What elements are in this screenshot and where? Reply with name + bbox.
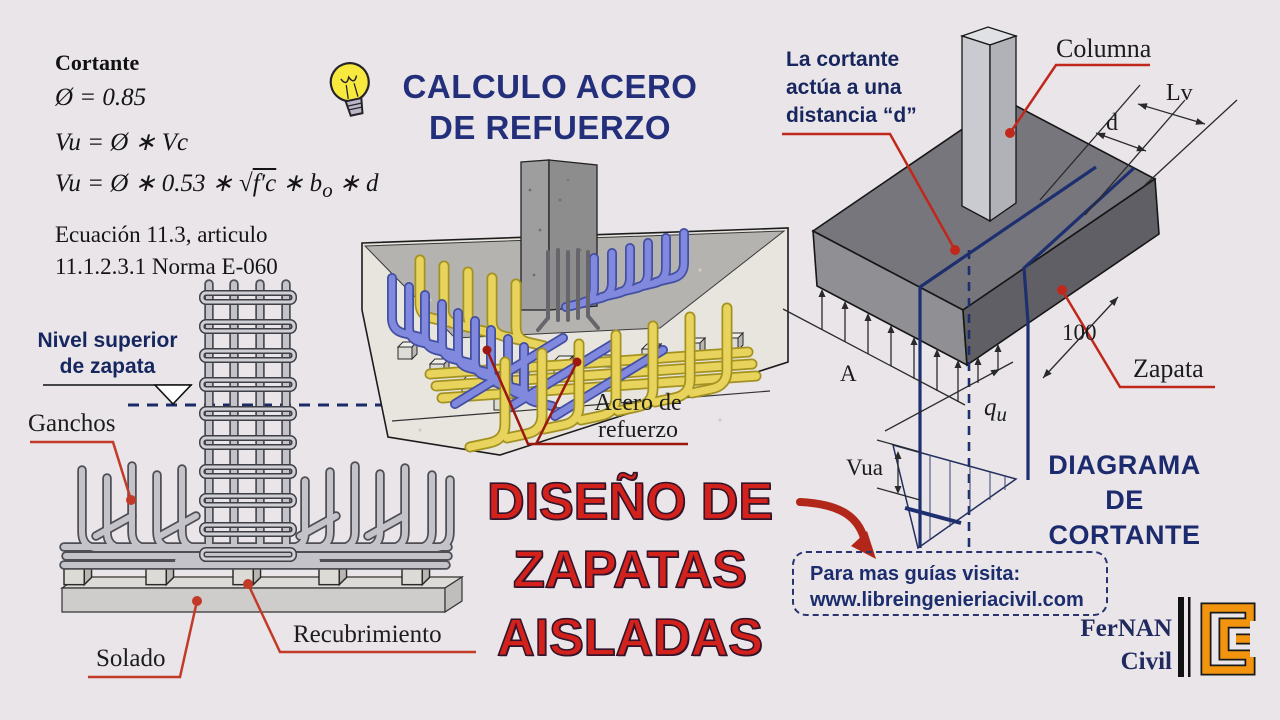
diagram-title-line3: CORTANTE: [1048, 520, 1201, 550]
big-title-line3: AISLADAS: [496, 608, 763, 668]
shear-note-line3: distancia “d”: [786, 104, 917, 127]
formula-title: Cortante: [55, 50, 140, 75]
main-title-line2: DE REFUERZO: [428, 109, 671, 146]
height-100-label: 100: [1062, 320, 1097, 345]
brand-name: FerNAN Civil: [1040, 612, 1172, 678]
vua-label: Vua: [846, 455, 883, 480]
formula-radicand: f′c: [252, 170, 277, 197]
qu-label: qu: [984, 394, 1007, 427]
formula-vu: Vu = Ø ∗ Vc: [55, 129, 189, 156]
d-dimension-label: d: [1106, 110, 1118, 136]
main-title-line1: CALCULO ACERO: [402, 68, 698, 105]
acero-line1: Acero de: [594, 390, 682, 416]
main-title: CALCULO ACERO DE REFUERZO: [385, 66, 715, 148]
bulb-icon: [329, 62, 370, 117]
promo-box: Para mas guías visita: www.libreingenier…: [792, 551, 1108, 616]
shear-note-line2: actúa a una: [786, 76, 902, 99]
shear-note-line1: La cortante: [786, 48, 900, 71]
diagram-title-line2: DE: [1105, 485, 1144, 515]
ganchos-label: Ganchos: [28, 410, 116, 437]
diagram-title-line1: DIAGRAMA: [1048, 450, 1201, 480]
formula-suffix: ∗ d: [332, 170, 379, 197]
nivel-line2: de zapata: [59, 355, 156, 378]
norm-reference-line2: 11.1.2.3.1 Norma E-060: [55, 254, 278, 279]
formula-vu-expanded: Vu = Ø ∗ 0.53 ∗ √f′c ∗ bo ∗ d: [55, 168, 379, 203]
shear-note: La cortante actúa a una distancia “d”: [786, 46, 917, 130]
nivel-superior-label: Nivel superior de zapata: [30, 328, 185, 380]
qu-sub: u: [996, 402, 1007, 426]
left-footing-illustration: [30, 279, 476, 679]
zapata-label: Zapata: [1133, 354, 1204, 383]
a-dimension-label: A: [840, 361, 857, 386]
brand-name-line1: FerNAN: [1080, 615, 1172, 642]
big-title-line1: DISEÑO DE: [486, 472, 774, 532]
big-title-line2: ZAPATAS: [512, 540, 748, 600]
brand-name-line2: Civil: [1120, 648, 1172, 675]
formula-radical-prefix: Vu = Ø ∗ 0.53 ∗ √: [55, 170, 253, 197]
formula-subscript: o: [322, 178, 333, 202]
recubrimiento-label: Recubrimiento: [293, 621, 442, 648]
formula-phi: Ø = 0.85: [55, 84, 147, 111]
brand-logo-icon: [1178, 597, 1256, 677]
promo-url[interactable]: www.libreingenieriacivil.com: [810, 589, 1084, 611]
qu-base: q: [984, 394, 997, 421]
lv-dimension-label: Lv: [1166, 80, 1193, 106]
promo-text: Para mas guías visita:: [810, 563, 1021, 585]
solado-label: Solado: [96, 645, 166, 672]
norm-reference-line1: Ecuación 11.3, articulo: [55, 222, 268, 247]
columna-label: Columna: [1056, 34, 1152, 63]
acero-refuerzo-label: Acero de refuerzo: [558, 390, 718, 444]
diagram-title: DIAGRAMA DE CORTANTE: [1032, 448, 1217, 553]
acero-line2: refuerzo: [598, 417, 678, 443]
center-footing-illustration: [361, 159, 789, 456]
formula-mid: ∗ b: [276, 170, 323, 197]
big-title: DISEÑO DE ZAPATAS AISLADAS: [440, 468, 820, 672]
right-shear-diagram-illustration: [782, 26, 1238, 552]
nivel-line1: Nivel superior: [37, 329, 178, 352]
